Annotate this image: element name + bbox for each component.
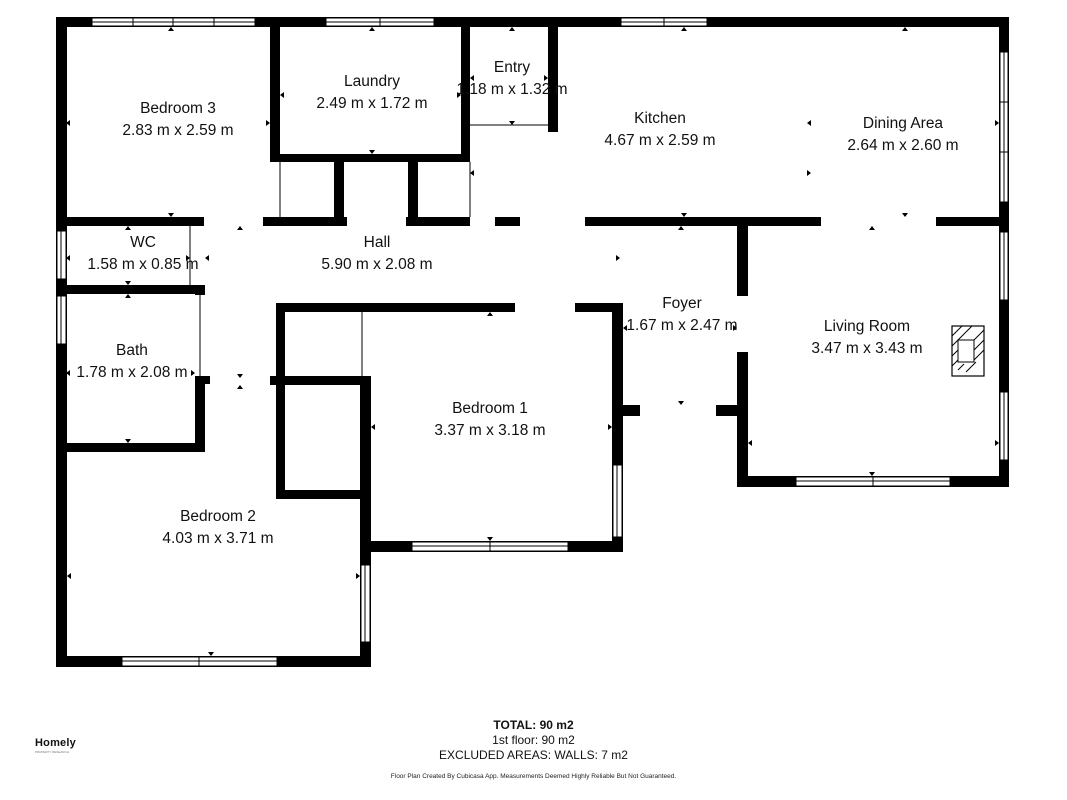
room-dims-wc: 1.58 m x 0.85 m bbox=[87, 256, 198, 273]
room-name-bedroom1: Bedroom 1 bbox=[452, 400, 528, 417]
room-name-laundry: Laundry bbox=[344, 73, 400, 90]
room-dims-bedroom1: 3.37 m x 3.18 m bbox=[434, 422, 545, 439]
room-name-foyer: Foyer bbox=[662, 295, 702, 312]
floor-area: 1st floor: 90 m2 bbox=[492, 733, 575, 747]
room-dims-laundry: 2.49 m x 1.72 m bbox=[316, 95, 427, 112]
room-dims-hall: 5.90 m x 2.08 m bbox=[321, 256, 432, 273]
disclaimer: Floor Plan Created By Cubicasa App. Meas… bbox=[390, 773, 677, 780]
room-name-hall: Hall bbox=[364, 234, 391, 251]
room-name-dining: Dining Area bbox=[863, 115, 944, 132]
room-dims-bedroom3: 2.83 m x 2.59 m bbox=[122, 122, 233, 139]
room-dims-foyer: 1.67 m x 2.47 m bbox=[626, 317, 737, 334]
thin-partitions bbox=[189, 124, 548, 460]
room-dims-entry: 1.18 m x 1.32 m bbox=[456, 81, 567, 98]
room-dims-bath: 1.78 m x 2.08 m bbox=[76, 364, 187, 381]
area-summary: TOTAL: 90 m2 1st floor: 90 m2 EXCLUDED A… bbox=[0, 718, 1067, 763]
room-dims-bedroom2: 4.03 m x 3.71 m bbox=[162, 530, 273, 547]
room-name-bedroom3: Bedroom 3 bbox=[140, 100, 216, 117]
room-name-bath: Bath bbox=[116, 342, 148, 359]
windows bbox=[56, 17, 1009, 667]
room-dims-living: 3.47 m x 3.43 m bbox=[811, 340, 922, 357]
room-dims-kitchen: 4.67 m x 2.59 m bbox=[604, 132, 715, 149]
room-name-living: Living Room bbox=[824, 318, 910, 335]
fireplace bbox=[951, 325, 985, 377]
room-labels: Bedroom 3 2.83 m x 2.59 m Laundry 2.49 m x … bbox=[76, 59, 958, 547]
excluded-areas: EXCLUDED AREAS: WALLS: 7 m2 bbox=[439, 748, 628, 762]
floor-plan: Bedroom 3 2.83 m x 2.59 m Laundry 2.49 m x … bbox=[56, 17, 1009, 667]
brand-tagline: PROPERTY RESEARCH bbox=[35, 750, 69, 754]
room-name-wc: WC bbox=[130, 234, 156, 251]
room-name-entry: Entry bbox=[494, 59, 530, 76]
total-area: TOTAL: 90 m2 bbox=[493, 718, 574, 732]
room-dims-dining: 2.64 m x 2.60 m bbox=[847, 137, 958, 154]
room-name-kitchen: Kitchen bbox=[634, 110, 686, 127]
dimension-ticks bbox=[66, 27, 999, 656]
brand-logo: Homely bbox=[35, 737, 76, 749]
room-name-bedroom2: Bedroom 2 bbox=[180, 508, 256, 525]
